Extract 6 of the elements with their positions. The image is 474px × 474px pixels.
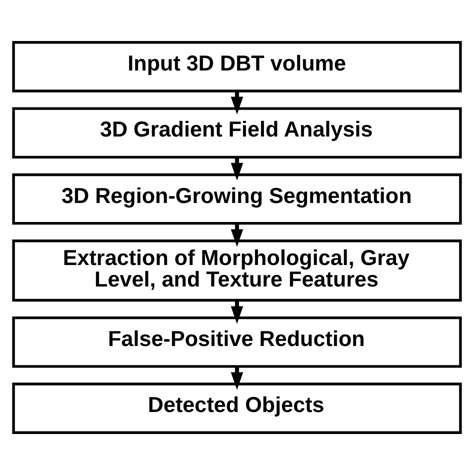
node-box: 3D Region-Growing Segmentation <box>12 172 462 224</box>
node-box: Input 3D DBT volume <box>12 40 462 92</box>
node-box: False-Positive Reduction <box>12 316 462 368</box>
node-box: Detected Objects <box>12 382 462 434</box>
node-box: 3D Gradient Field Analysis <box>12 106 462 158</box>
node-box: Extraction of Morphological, Gray Level, and Texture Features <box>12 239 462 302</box>
